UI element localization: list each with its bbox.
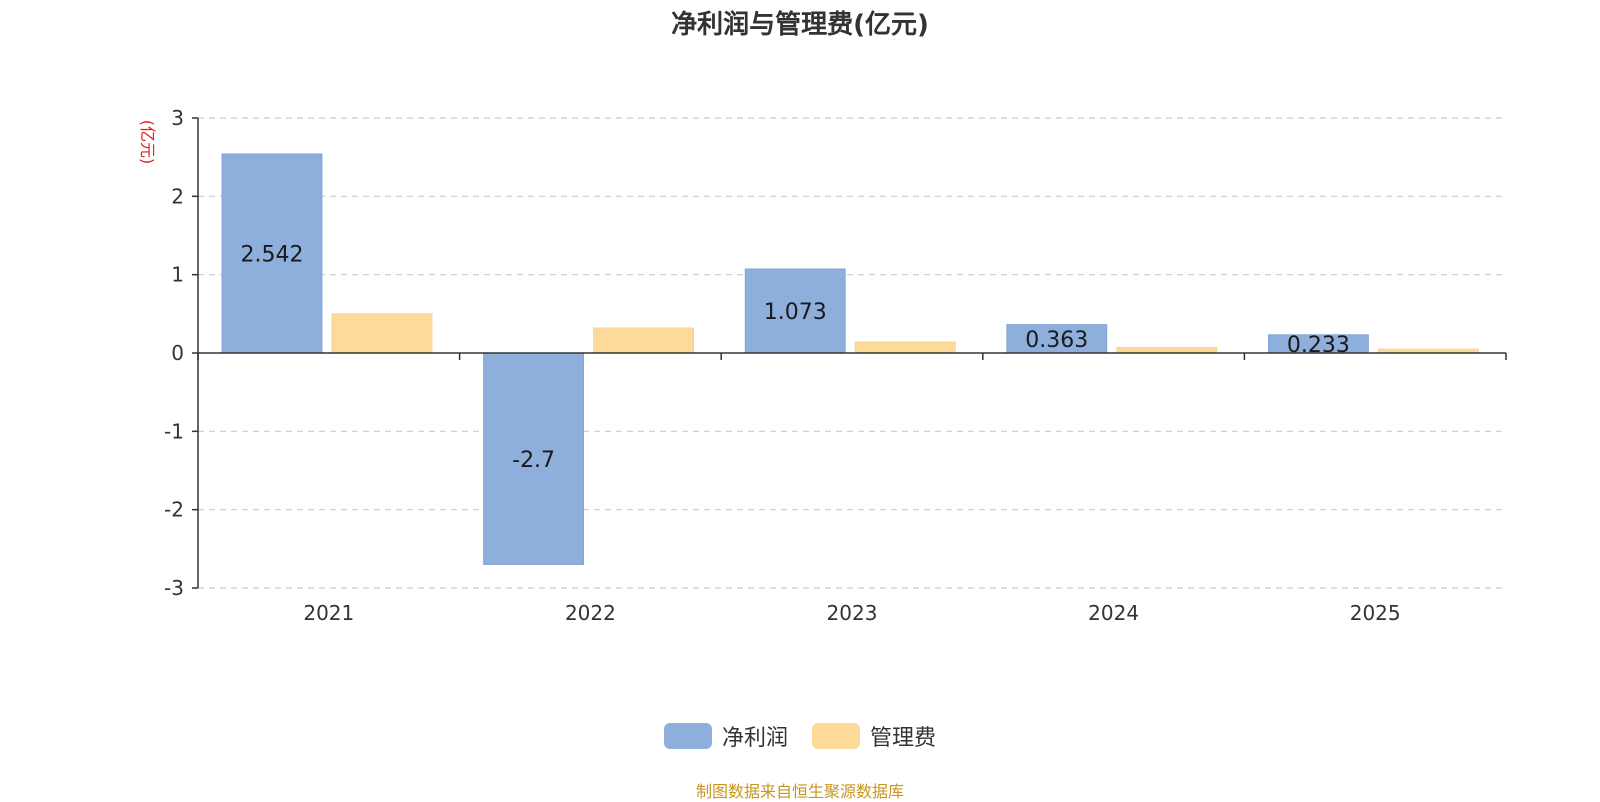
bars [221, 153, 1479, 565]
bar-management-fee-2021[interactable] [331, 313, 433, 354]
data-label-2024: 0.363 [1025, 328, 1088, 353]
bar-management-fee-2022[interactable] [593, 327, 694, 354]
bar-net-profit-2024[interactable] [1006, 324, 1108, 354]
labels: 3 2 1 0 -1 -2 -3 2.542 2021 -2.7 2022 1.073 2023 0.36… [164, 106, 1401, 625]
legend-item-management-fee[interactable]: 管理费 [812, 720, 936, 752]
source-note: 制图数据来自恒生聚源数据库 [695, 782, 904, 801]
x-tick-label: 2022 [565, 601, 616, 625]
bar-net-profit-2022[interactable] [483, 352, 585, 565]
y-axis-title: (亿元) [138, 120, 157, 165]
y-tick-label: -2 [164, 498, 184, 522]
y-tick-label: 0 [171, 341, 184, 365]
data-label-2021: 2.542 [241, 242, 304, 267]
bar-chart: 3 2 1 0 -1 -2 -3 2.542 2021 -2.7 2022 1.073 2023 0.36… [138, 106, 1507, 625]
bar-management-fee-2024[interactable] [1116, 347, 1218, 354]
y-tick-label: 1 [171, 263, 184, 287]
legend-item-net-profit[interactable]: 净利润 [663, 720, 788, 752]
x-tick-label: 2024 [1088, 601, 1139, 625]
chart-title: 净利润与管理费(亿元) [671, 10, 929, 40]
x-tick-label: 2025 [1350, 601, 1401, 625]
y-tick-label: -1 [164, 419, 184, 443]
x-tick-label: 2021 [303, 601, 354, 625]
legend-label-management-fee: 管理费 [870, 726, 937, 751]
data-label-2025: 0.233 [1287, 333, 1350, 358]
data-label-2023: 1.073 [764, 300, 827, 325]
y-tick-label: 3 [171, 106, 184, 130]
legend: 净利润 管理费 [0, 720, 1600, 752]
axes [192, 117, 1507, 589]
data-label-2022: -2.7 [512, 448, 555, 473]
bar-management-fee-2023[interactable] [854, 341, 956, 354]
legend-swatch-management-fee [812, 723, 860, 749]
grid-lines [198, 117, 1506, 589]
y-tick-label: 2 [171, 184, 184, 208]
bar-net-profit-2023[interactable] [744, 268, 846, 354]
x-tick-label: 2023 [827, 601, 878, 625]
y-tick-label: -3 [164, 576, 184, 600]
legend-label-net-profit: 净利润 [721, 726, 788, 751]
legend-swatch-net-profit [663, 723, 712, 749]
